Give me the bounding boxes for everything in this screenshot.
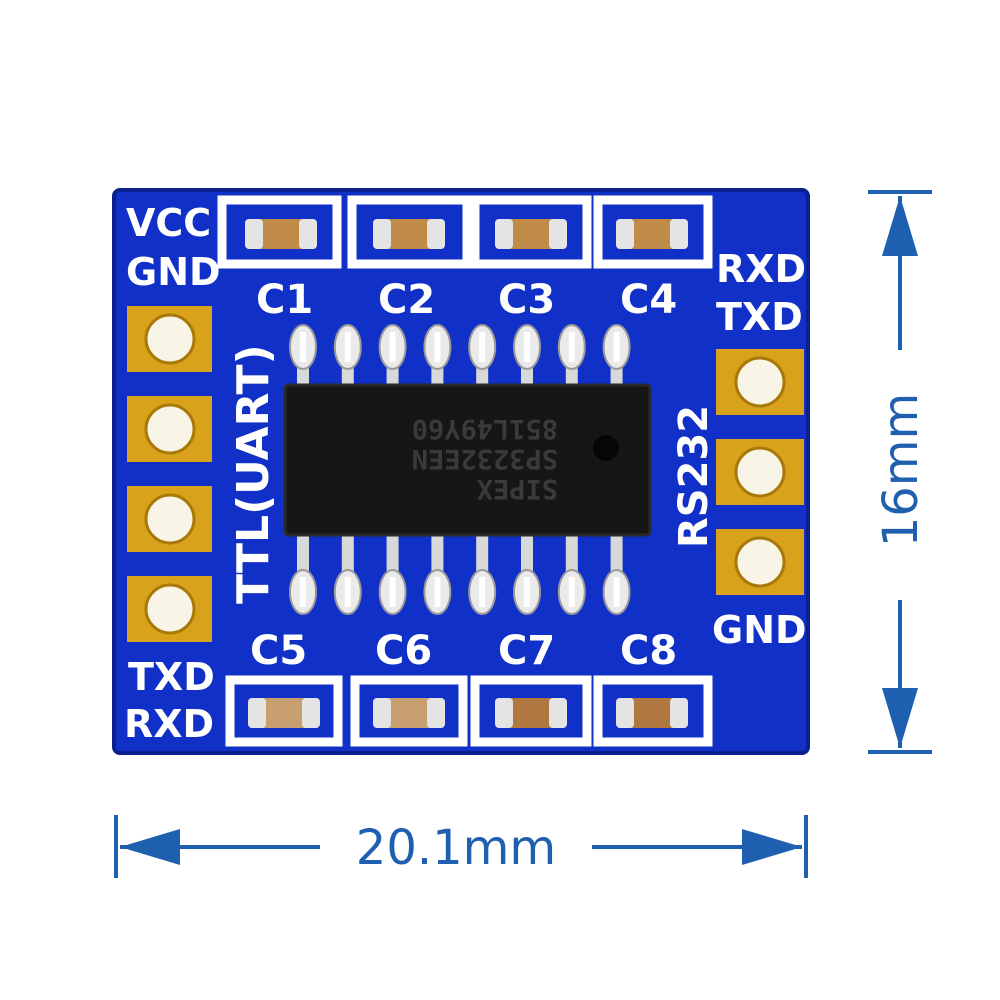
label-gnd-left: GND xyxy=(126,250,221,294)
label-c6: C6 xyxy=(375,628,432,674)
width-dimension xyxy=(114,815,808,878)
label-c4: C4 xyxy=(620,277,677,323)
chip-pin xyxy=(557,525,586,615)
chip-pin xyxy=(602,525,631,615)
capacitor-c8 xyxy=(593,675,713,747)
label-vcc: VCC xyxy=(126,201,211,245)
label-c2: C2 xyxy=(378,277,435,323)
label-c3: C3 xyxy=(498,277,555,323)
label-rxd-left: RXD xyxy=(124,702,214,746)
chip-pin xyxy=(602,324,631,395)
chip-marking-line-2: SP3232EEN xyxy=(412,443,558,474)
chip-pin xyxy=(378,324,407,395)
chip-pin xyxy=(378,525,407,615)
header-pad-left-1 xyxy=(127,306,212,372)
capacitor-c4 xyxy=(593,195,713,269)
header-pad-right-3 xyxy=(716,529,804,595)
arrow-up-icon xyxy=(882,196,918,256)
capacitor-c3 xyxy=(470,195,592,269)
arrow-down-icon xyxy=(882,688,918,748)
ic-chip: SIPEX SP3232EEN 851L49Y60 xyxy=(283,383,652,537)
label-txd-left: TXD xyxy=(128,655,215,699)
header-pad-right-1 xyxy=(716,349,804,415)
capacitor-c6 xyxy=(350,675,468,747)
header-pad-right-2 xyxy=(716,439,804,505)
chip-pin xyxy=(557,324,586,395)
chip-marking-line-3: 851L49Y60 xyxy=(412,413,558,444)
chip-marking-line-1: SIPEX xyxy=(477,473,558,504)
chip-pin xyxy=(289,324,317,395)
label-rxd-right: RXD xyxy=(716,247,806,291)
label-txd-right: TXD xyxy=(716,295,803,339)
chip-pin xyxy=(423,525,452,615)
capacitor-c5 xyxy=(225,675,343,747)
arrow-left-icon xyxy=(120,829,180,865)
label-c5: C5 xyxy=(250,628,307,674)
label-ttl-uart: TTL(UART) xyxy=(228,344,279,604)
header-pad-left-3 xyxy=(127,486,212,552)
capacitor-row-top xyxy=(217,195,713,269)
height-label: 16mm xyxy=(873,393,929,548)
arrow-right-icon xyxy=(742,829,802,865)
chip-pin xyxy=(513,324,541,395)
capacitor-c2 xyxy=(347,195,472,269)
label-c7: C7 xyxy=(498,628,555,674)
pin1-dot xyxy=(593,435,619,461)
capacitor-row-bottom xyxy=(225,675,713,747)
chip-pins xyxy=(289,324,631,615)
header-pad-left-4 xyxy=(127,576,212,642)
chip-pin xyxy=(289,525,317,615)
ttl-header-pads xyxy=(127,306,212,642)
label-c1: C1 xyxy=(256,277,313,323)
rs232-header-pads xyxy=(716,349,804,595)
capacitor-c1 xyxy=(217,195,342,269)
chip-pin xyxy=(333,324,362,395)
header-pad-left-2 xyxy=(127,396,212,462)
label-c8: C8 xyxy=(620,628,677,674)
capacitor-c7 xyxy=(470,675,592,747)
height-dimension xyxy=(868,190,932,754)
chip-pin xyxy=(333,525,362,615)
label-rs232: RS232 xyxy=(671,405,717,548)
chip-pin xyxy=(468,525,497,615)
chip-pin xyxy=(423,324,452,395)
label-gnd-right: GND xyxy=(712,608,807,652)
chip-pin xyxy=(513,525,541,615)
chip-pin xyxy=(468,324,497,395)
width-label: 20.1mm xyxy=(356,820,556,876)
